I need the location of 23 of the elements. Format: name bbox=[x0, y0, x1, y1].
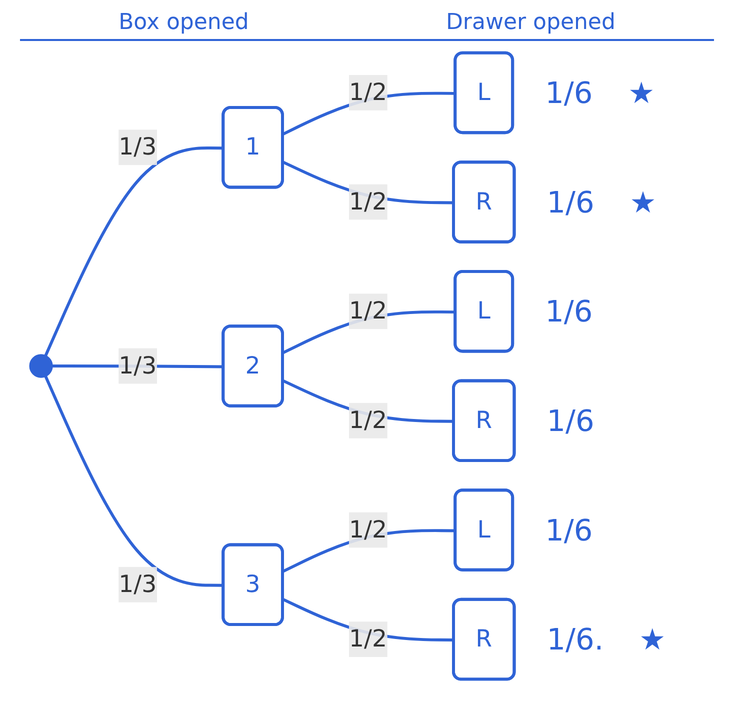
edge-label: 1/3 bbox=[118, 132, 157, 161]
probability-text: 1/6 bbox=[545, 294, 593, 329]
probability-text: 1/6. bbox=[546, 622, 604, 657]
column-heading: Drawer opened bbox=[446, 10, 616, 35]
probability-text: 1/6 bbox=[546, 404, 594, 438]
probability-text: 1/6 bbox=[546, 185, 594, 220]
edge-label: 1/2 bbox=[348, 78, 387, 106]
connector bbox=[44, 376, 224, 587]
probability-text: 1/6 bbox=[545, 513, 593, 548]
column-heading: Box opened bbox=[118, 10, 249, 35]
star-mark: ★ bbox=[639, 622, 666, 657]
edge-label: 1/2 bbox=[348, 296, 387, 325]
edge-label: 1/2 bbox=[348, 624, 387, 653]
edge-label: 1/2 bbox=[348, 515, 387, 544]
connector bbox=[44, 146, 224, 356]
edge-label: 1/3 bbox=[118, 351, 157, 380]
probability-text: 1/6 bbox=[545, 76, 593, 110]
edge-label: 1/2 bbox=[348, 187, 387, 216]
edge-label: 1/3 bbox=[118, 570, 157, 598]
star-mark: ★ bbox=[630, 185, 656, 220]
star-mark: ★ bbox=[628, 76, 655, 110]
node-circle bbox=[29, 354, 53, 378]
edge-label: 1/2 bbox=[348, 406, 387, 434]
